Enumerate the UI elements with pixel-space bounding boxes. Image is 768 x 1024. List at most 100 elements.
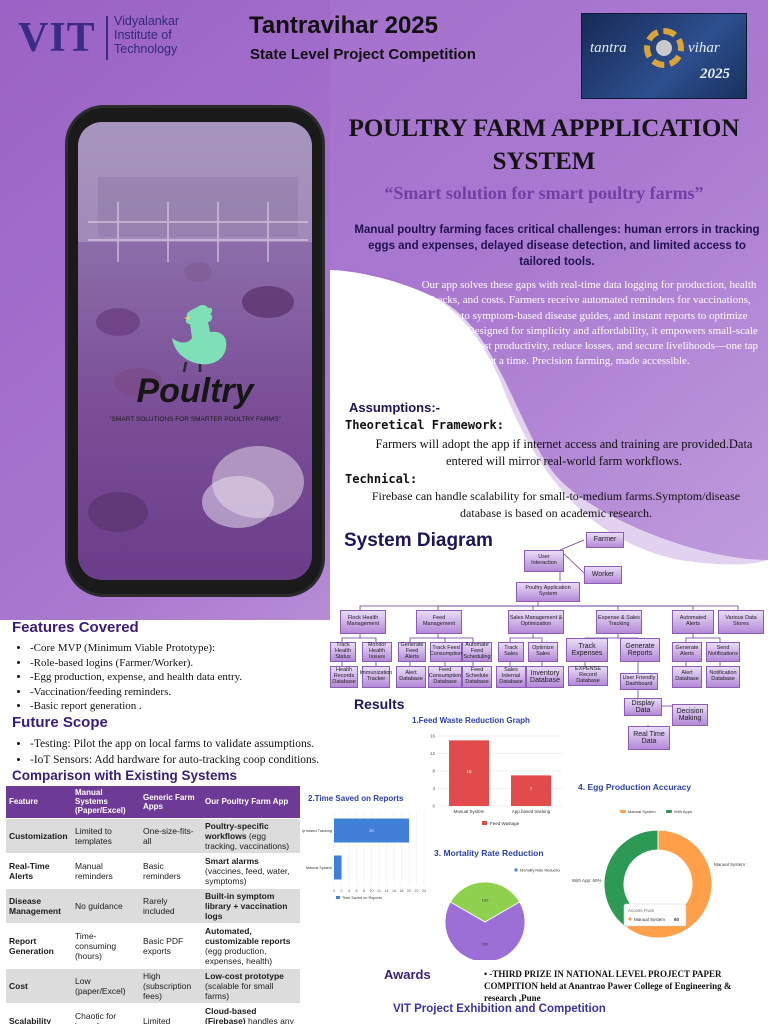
node-alert-db2: Alert Database [672,666,702,688]
chart2-ytick: App based Tracking [302,829,332,833]
table-cell-bold: Low-cost prototype [205,970,284,981]
chart2-bar [334,818,409,843]
node-farmer: Farmer [586,532,624,548]
table-cell-rest: handles any farm size [247,1015,294,1024]
chart4-tooltip-title: Access From [628,908,655,913]
chart2-ytick: Manual System [306,866,332,870]
node-flock: Flock Health Management [340,610,386,634]
table-cell-bold: Smart alarms [205,855,259,866]
chart2-xtick: 22 [415,889,419,893]
node-send-notifications: Send Notifications [706,642,740,662]
node-generate-reports: Generate Reports [620,638,660,662]
node-stores: Various Data Stores [718,610,764,634]
chart1-legend-swatch [482,821,487,825]
tantravihar-badge: tantra vihar 2025 [581,13,747,99]
table-cell: Time-consuming (hours) [72,923,140,969]
chart2-legend-swatch [336,896,340,899]
chart4-legend-label: Manual System [628,809,656,814]
chart2-xtick: 4 [348,889,350,893]
node-notif-db: Notification Database [706,666,740,688]
features-heading: Features Covered [12,619,139,636]
chart3-slice [449,881,521,923]
project-title-line1: POULTRY FARM APPPLICATION [348,115,740,142]
table-cell-rest: (egg tracking, vaccinations) [205,830,290,851]
chart2-xtick: 16 [392,889,396,893]
phone-mockup: Poultry "SMART SOLUTIONS FOR SMARTER POU… [68,108,322,594]
node-generate-alerts: Generate Alerts [672,642,702,662]
chart3-data-label: 200 [482,942,489,947]
table-cell: Limited [140,1003,202,1024]
node-user-dashboard: User Friendly Dashboard [620,673,658,690]
chart2-xtick: 12 [377,889,381,893]
award-bullet-icon: • [484,969,490,979]
technical-heading: Technical: [345,472,418,486]
node-expense: Expense & Sales Tracking [596,610,642,634]
chart4-tooltip-value: 60 [674,917,680,922]
hen-logo-icon [166,302,230,374]
chart1-data-label: 7 [530,787,533,792]
chart2-xtick: 24 [422,889,426,893]
chart1-xtick: Manual System [453,809,484,814]
table-cell: Cost [6,968,72,1004]
app-tagline: "SMART SOLUTIONS FOR SMARTER POULTRY FAR… [109,416,281,423]
table-cell: One-size-fits-all [140,818,202,854]
node-expense-db: EXPENSE Record Database [568,666,608,686]
awards-heading: Awards [384,967,431,982]
table-cell: Limited to templates [72,818,140,854]
chart2-xtick: 6 [356,889,358,893]
comparison-table: Feature Manual Systems (Paper/Excel) Gen… [6,786,300,1024]
future-item: -IoT Sensors: Add hardware for auto-trac… [30,752,430,768]
table-cell: Automated, customizable reports (egg pro… [202,923,300,969]
technical-text: Firebase can handle scalability for smal… [371,489,741,520]
node-alert-db: Alert Database [396,666,426,688]
table-cell: Smart alarms (vaccines, feed, water, sym… [202,853,300,889]
table-header: Feature [6,786,72,819]
chart3-data-label: 100 [482,898,489,903]
chart2-xtick: 2 [341,889,343,893]
gear-icon [644,28,684,68]
node-feed-schedule-db: Feed Schedule Database [462,666,492,688]
chart3-slice [444,901,526,960]
chart1-ytick: 8 [432,769,435,774]
phone-screen: Poultry "SMART SOLUTIONS FOR SMARTER POU… [78,122,312,580]
chart4-slice [625,829,713,939]
chart2-xtick: 0 [333,889,335,893]
table-cell: Basic PDF exports [140,923,202,969]
chart4-legend-label: With Apps [674,809,692,814]
chart2-bar [334,855,342,880]
awards-text-body: -THIRD PRIZE IN NATIONAL LEVEL PROJECT P… [484,969,732,1003]
chart-egg-accuracy: 4. Egg Production Accuracy Manual System… [570,780,766,956]
chart1-title: 1.Feed Waste Reduction Graph [412,716,530,725]
node-immunization: Immunization Tracker [360,666,392,688]
future-heading: Future Scope [12,714,108,731]
table-cell-rest: (egg production, expenses, health) [205,945,273,966]
chart4-legend-swatch [620,810,626,813]
chart4-annotation: With App: 60% [572,878,602,883]
theory-text: Farmers will adopt the app if internet a… [375,437,753,468]
node-feed: Feed Management [416,610,462,634]
vit-logo: VIT Vidyalankar Institute of Technology [18,14,198,64]
table-cell: Poultry-specific workflows (egg tracking… [202,818,300,854]
chart4-annotation: Manual System : [714,862,748,867]
chart2-xtick: 14 [385,889,389,893]
chart3-legend-swatch [514,868,518,872]
chart2-title: 2.Time Saved on Reports [308,794,404,803]
feature-item: -Role-based logins (Farmer/Worker). [30,656,360,671]
table-cell: Chaotic for large farms [72,1003,140,1024]
table-cell: No guidance [72,888,140,924]
chart2-xtick: 10 [370,889,374,893]
event-subtitle: State Level Project Competition [250,46,476,63]
node-track-expenses: Track Expenses [566,638,608,662]
chart2-svg: 02468101214161820222420App based Trackin… [302,812,426,900]
awards-text: • -THIRD PRIZE IN NATIONAL LEVEL PROJECT… [484,968,766,1004]
node-display-data: Display Data [624,698,662,716]
feature-item: -Vaccination/feeding reminders. [30,685,360,700]
app-name: Poultry [136,372,254,410]
